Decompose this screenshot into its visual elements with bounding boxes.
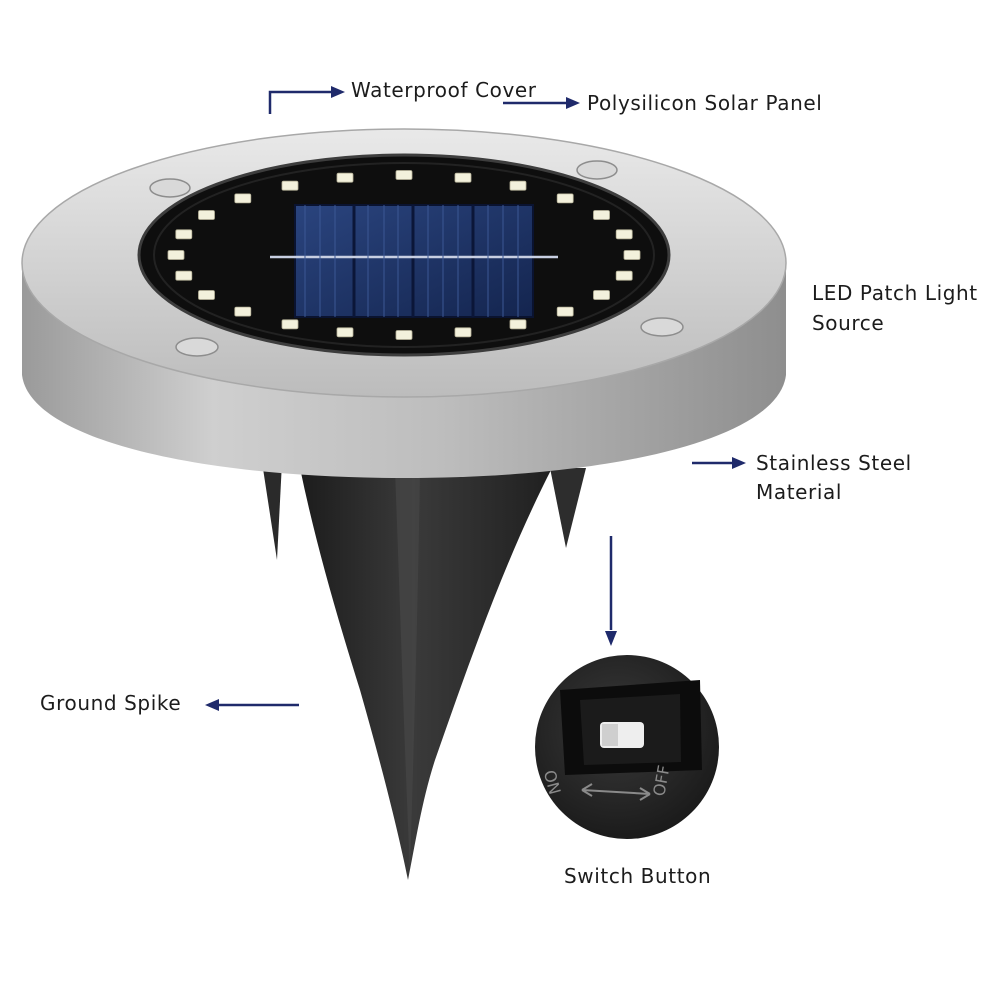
led-chips bbox=[167, 170, 641, 340]
label-switch-button: Switch Button bbox=[564, 864, 712, 888]
led-chip bbox=[509, 319, 527, 330]
side-fin-left bbox=[262, 462, 282, 560]
led-chip bbox=[454, 172, 472, 183]
side-fin-right bbox=[550, 468, 586, 548]
led-chip bbox=[509, 180, 527, 191]
screw-bottom-right bbox=[640, 317, 684, 337]
led-chip bbox=[623, 250, 641, 260]
led-chip bbox=[198, 290, 215, 300]
led-chip bbox=[234, 306, 252, 317]
led-chip bbox=[281, 319, 299, 330]
led-chip bbox=[556, 306, 574, 317]
label-led-line1: LED Patch Light bbox=[812, 281, 978, 305]
led-chip bbox=[336, 327, 354, 338]
led-chip bbox=[593, 290, 610, 300]
led-chip bbox=[395, 170, 413, 180]
label-solar-panel: Polysilicon Solar Panel bbox=[587, 91, 823, 115]
led-chip bbox=[454, 327, 472, 338]
ground-spike-highlight bbox=[395, 470, 420, 870]
led-chip bbox=[167, 250, 185, 260]
led-chip bbox=[198, 210, 215, 220]
arrow-waterproof-cover bbox=[268, 90, 333, 114]
led-chip bbox=[593, 210, 610, 220]
led-chip bbox=[175, 270, 193, 281]
led-chip bbox=[615, 270, 633, 281]
led-chip bbox=[615, 229, 633, 240]
label-steel-line1: Stainless Steel bbox=[756, 451, 912, 475]
led-chip bbox=[556, 193, 574, 204]
solar-panel bbox=[270, 204, 558, 318]
label-waterproof-cover: Waterproof Cover bbox=[351, 78, 537, 102]
led-chip bbox=[395, 330, 413, 340]
led-chip bbox=[336, 172, 354, 183]
led-chip bbox=[281, 180, 299, 191]
screw-top-right bbox=[576, 160, 618, 180]
screw-bottom-left bbox=[175, 337, 219, 357]
led-chip bbox=[234, 193, 252, 204]
screw-top-left bbox=[149, 178, 191, 198]
switch-inset: ON OFF bbox=[535, 655, 719, 839]
label-led-line2: Source bbox=[812, 311, 885, 335]
label-steel-line2: Material bbox=[756, 480, 843, 504]
ground-spike-shape bbox=[300, 468, 552, 880]
label-ground-spike: Ground Spike bbox=[40, 691, 182, 715]
led-chip bbox=[175, 229, 193, 240]
switch-direction-arrows bbox=[581, 783, 651, 801]
